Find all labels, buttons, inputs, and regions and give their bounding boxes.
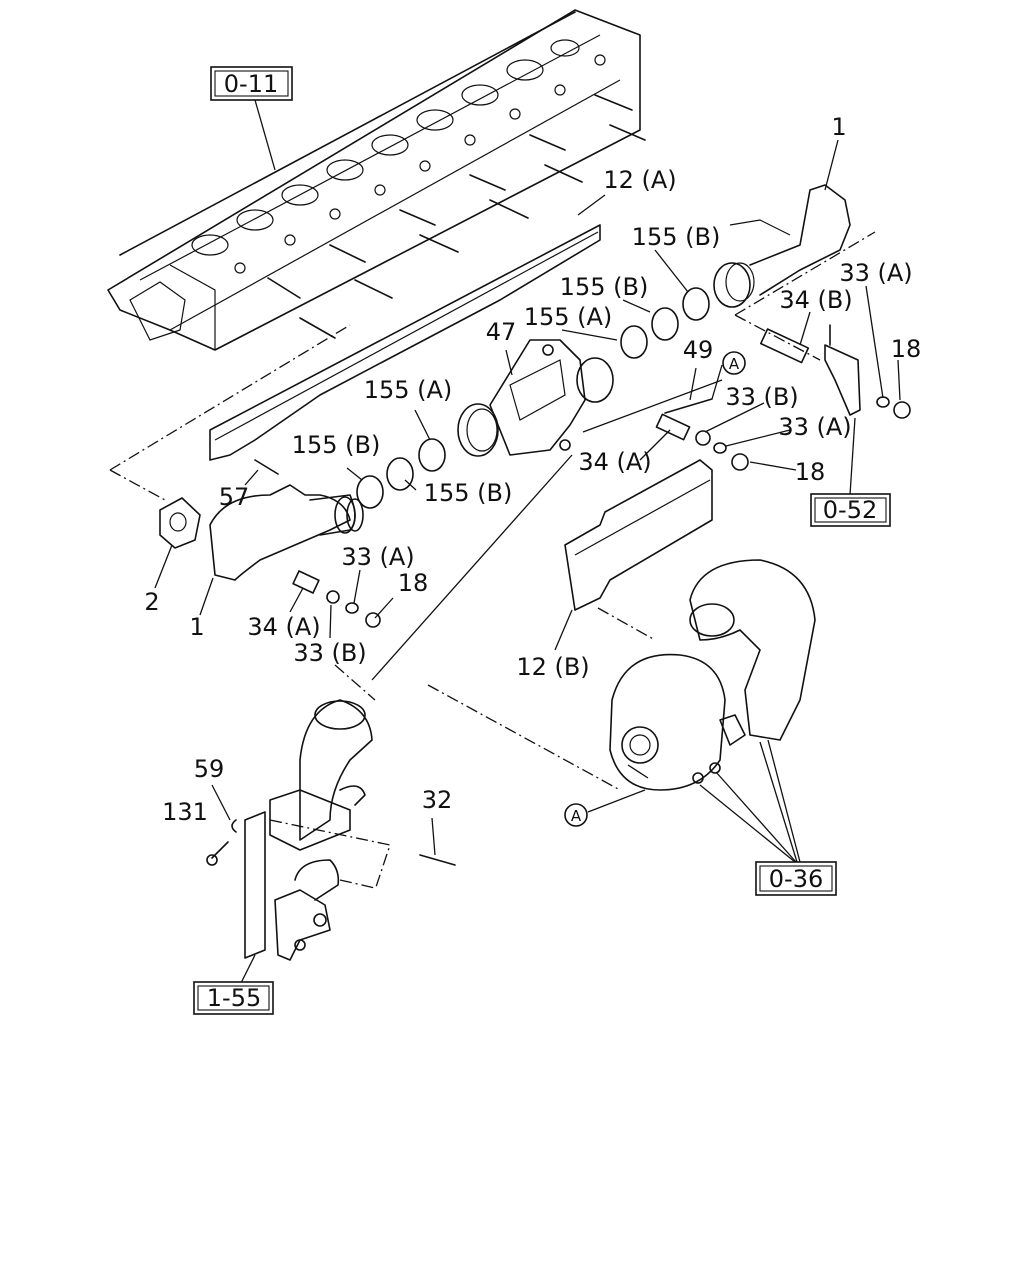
callout-a-top-letter: A	[729, 355, 740, 373]
label-32: 32	[422, 786, 453, 814]
nut-18-right-mid	[731, 453, 749, 471]
label-155b-left: 155 (B)	[292, 431, 381, 459]
ref-label-bracket: 1-55	[207, 984, 261, 1012]
cylinder-head	[107, 9, 646, 351]
label-18-right-top: 18	[891, 335, 922, 363]
label-57: 57	[219, 483, 250, 511]
exhaust-manifold-center	[457, 339, 614, 457]
nut-18-left	[365, 612, 381, 628]
label-34b: 34 (B)	[779, 286, 852, 314]
stud-49	[664, 398, 713, 414]
label-155a-upper: 155 (A)	[364, 376, 453, 404]
heat-shield-upper	[209, 224, 601, 461]
spacer-34a-right	[655, 413, 691, 441]
label-33a-right-top: 33 (A)	[839, 259, 912, 287]
seal-ring-155b-lower	[386, 457, 414, 491]
leader-lines	[154, 99, 901, 986]
label-34a-right: 34 (A)	[578, 448, 651, 476]
ref-label-turbo: 0-36	[769, 865, 823, 893]
spacer-34b	[759, 328, 810, 364]
label-33b-right: 33 (B)	[725, 383, 798, 411]
exhaust-manifold-front	[209, 484, 364, 581]
spacer-34a-left	[292, 570, 320, 594]
label-33a-right-mid: 33 (A)	[778, 413, 851, 441]
label-59: 59	[194, 755, 225, 783]
ref-box-bracket[interactable]: 1-55	[193, 981, 274, 1015]
exhaust-manifold-rear	[713, 184, 851, 308]
ref-box-head[interactable]: 0-11	[210, 66, 293, 101]
clip-59	[231, 819, 237, 833]
washer-33a-right-top	[876, 396, 890, 408]
part-labels: 1 12 (A) 155 (B) 33 (A) 155 (B) 34 (B) 1…	[144, 113, 921, 826]
label-155b-lower: 155 (B)	[424, 479, 513, 507]
label-12b: 12 (B)	[516, 653, 589, 681]
washer-33a-left	[345, 602, 359, 614]
heat-shield-lower	[564, 459, 713, 611]
label-18-right-mid: 18	[795, 458, 826, 486]
seal-ring-155b-second	[651, 307, 679, 341]
label-131: 131	[162, 798, 208, 826]
label-1-right: 1	[831, 113, 846, 141]
label-18-left: 18	[398, 569, 429, 597]
label-12a: 12 (A)	[603, 166, 676, 194]
nut-33b-left	[326, 590, 340, 604]
seal-ring-155b-top	[682, 287, 710, 321]
ref-label-manifold-rear: 0-52	[823, 496, 877, 524]
seal-ring-155b-left	[356, 475, 384, 509]
label-33b-left: 33 (B)	[293, 639, 366, 667]
label-47: 47	[486, 318, 517, 346]
label-155b-top: 155 (B)	[632, 223, 721, 251]
callout-a-bottom: A	[564, 803, 588, 827]
mounting-bracket	[244, 811, 331, 961]
callout-a-bottom-letter: A	[571, 807, 582, 825]
turbocharger	[609, 559, 816, 791]
bolt-57	[254, 459, 279, 475]
ref-box-manifold-rear[interactable]: 0-52	[810, 493, 891, 527]
turbo-nut-a	[692, 772, 704, 784]
exhaust-outlet-pipe	[269, 699, 373, 901]
label-2: 2	[144, 588, 159, 616]
turbo-nut-b	[709, 762, 721, 774]
label-49: 49	[683, 336, 714, 364]
label-34a-left: 34 (A)	[247, 613, 320, 641]
nut-18-right-top	[893, 401, 911, 419]
bolt-131-head	[206, 854, 218, 866]
washer-33a-right-mid	[713, 442, 727, 454]
stud-32	[419, 854, 456, 866]
seal-ring-155a-mid	[620, 325, 648, 359]
phantom-lines	[109, 231, 876, 891]
label-1-left: 1	[189, 613, 204, 641]
ref-label-head: 0-11	[224, 70, 278, 98]
seal-ring-155a-upper	[418, 438, 446, 472]
gasket-2	[159, 497, 201, 549]
label-33a-left: 33 (A)	[341, 543, 414, 571]
nut-33b-right	[695, 430, 711, 446]
callout-a-top: A	[722, 351, 746, 375]
label-155a-mid: 155 (A)	[524, 303, 613, 331]
ref-box-turbo[interactable]: 0-36	[755, 861, 837, 896]
label-155b-second: 155 (B)	[560, 273, 649, 301]
bracket-rear	[824, 344, 861, 416]
